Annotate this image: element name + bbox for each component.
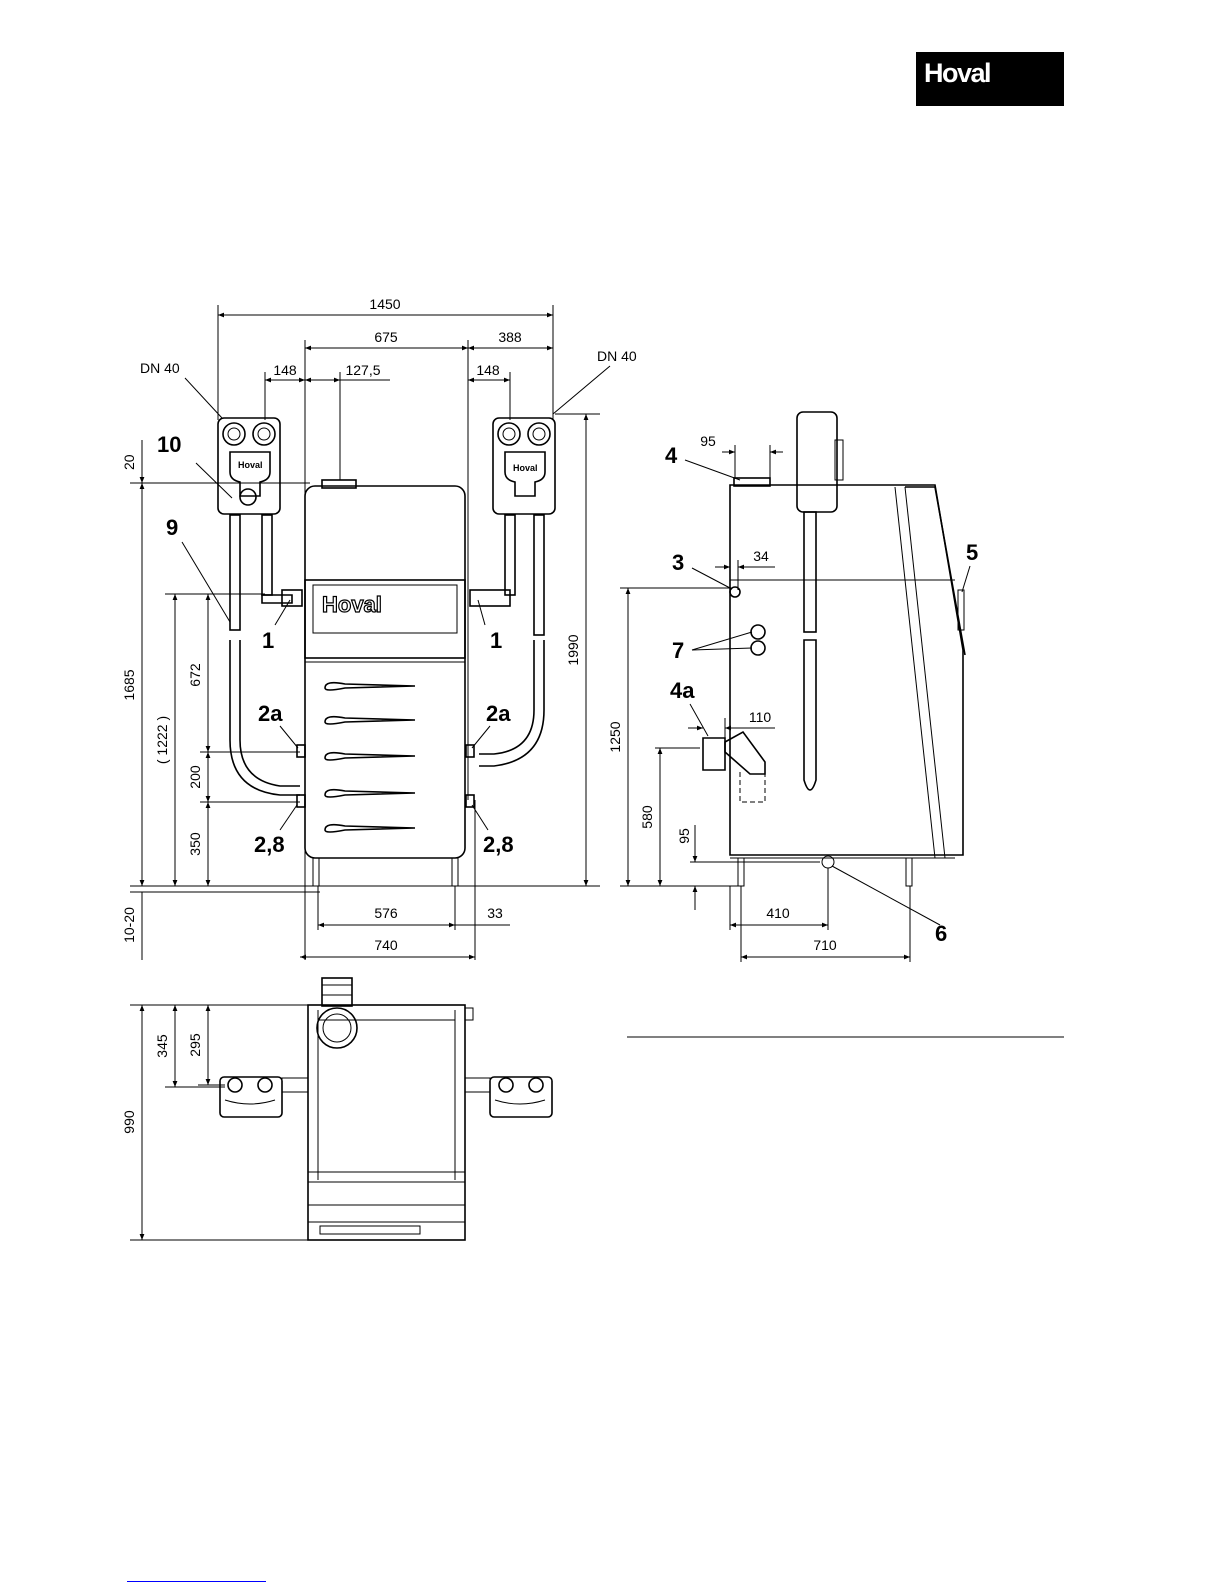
dim-675: 675 — [374, 329, 398, 345]
dim-295: 295 — [187, 1033, 203, 1057]
pump-module-left: Hoval — [218, 418, 302, 795]
dim-148-right: 148 — [476, 362, 500, 378]
boiler-body — [305, 486, 465, 858]
label-9: 9 — [166, 515, 178, 540]
dim-710: 710 — [813, 937, 837, 953]
label-2a-right: 2a — [486, 701, 511, 726]
dim-148-left: 148 — [273, 362, 297, 378]
dim-388: 388 — [498, 329, 522, 345]
panel-logo: Hoval — [322, 592, 382, 617]
dim-1222: ( 1222 ) — [154, 716, 170, 764]
dim-580: 580 — [639, 805, 655, 829]
dn40-left-label: DN 40 — [140, 360, 180, 376]
label-3: 3 — [672, 550, 684, 575]
footer-link-underline[interactable] — [127, 1581, 266, 1582]
label-1-right: 1 — [490, 628, 502, 653]
top-view: 990 345 295 — [121, 978, 552, 1240]
dim-410: 410 — [766, 905, 790, 921]
dim-1450: 1450 — [369, 296, 400, 312]
label-2a-left: 2a — [258, 701, 283, 726]
dim-20: 20 — [121, 454, 137, 470]
label-2-8-left: 2,8 — [254, 832, 285, 857]
dim-95-bottom: 95 — [676, 828, 692, 844]
label-2-8-right: 2,8 — [483, 832, 514, 857]
dim-740: 740 — [374, 937, 398, 953]
dim-127-5: 127,5 — [345, 362, 380, 378]
dim-350: 350 — [187, 832, 203, 856]
dim-990: 990 — [121, 1110, 137, 1134]
side-view: 95 34 1250 580 110 95 410 710 4 3 — [607, 412, 978, 962]
label-4: 4 — [665, 443, 678, 468]
dn40-right-label: DN 40 — [597, 348, 637, 364]
dim-576: 576 — [374, 905, 398, 921]
label-1-left: 1 — [262, 628, 274, 653]
dim-34: 34 — [753, 548, 769, 564]
label-10: 10 — [157, 432, 181, 457]
dim-200: 200 — [187, 765, 203, 789]
label-5: 5 — [966, 540, 978, 565]
dim-95-top: 95 — [700, 433, 716, 449]
pump-module-right: Hoval — [470, 418, 555, 766]
dim-345: 345 — [154, 1034, 170, 1058]
module-logo-right: Hoval — [513, 463, 538, 473]
dim-1990: 1990 — [565, 634, 581, 665]
dim-33: 33 — [487, 905, 503, 921]
dim-110: 110 — [749, 709, 772, 725]
module-logo-left: Hoval — [238, 460, 263, 470]
dim-672: 672 — [187, 663, 203, 687]
front-view: 1450 675 388 148 127,5 148 DN 40 DN 40 H… — [121, 296, 637, 960]
label-6: 6 — [935, 921, 947, 946]
dim-1685: 1685 — [121, 669, 137, 700]
dim-10-20: 10-20 — [121, 907, 137, 943]
side-control-module — [797, 412, 837, 512]
dim-1250: 1250 — [607, 721, 623, 752]
label-4a: 4a — [670, 678, 695, 703]
label-7: 7 — [672, 638, 684, 663]
